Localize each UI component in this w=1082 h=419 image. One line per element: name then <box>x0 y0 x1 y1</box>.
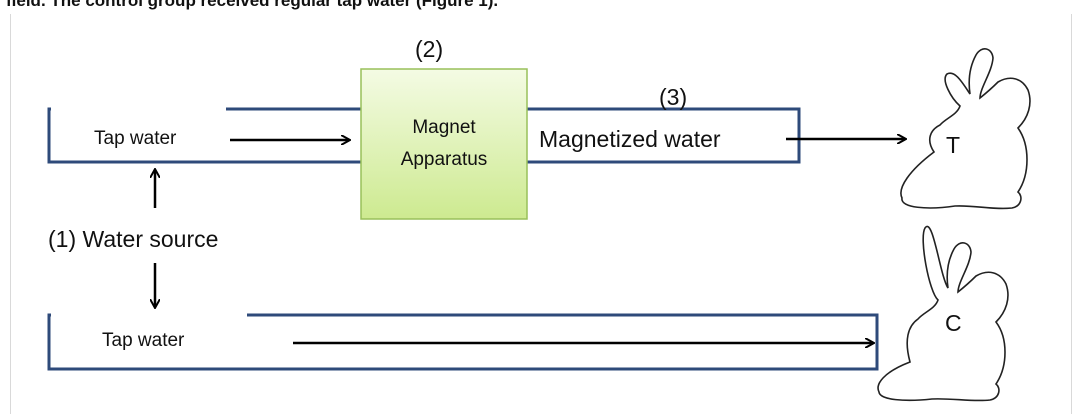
top-pipe-label-notch <box>51 106 226 114</box>
figure-frame <box>10 14 1072 414</box>
rabbit-control-label: C <box>945 310 962 336</box>
magnetized-water-label: Magnetized water <box>539 126 721 152</box>
rabbit-treatment-icon <box>900 48 1031 210</box>
rabbit-treatment-label: T <box>946 132 961 158</box>
magnet-apparatus-line2: Apparatus <box>400 149 488 170</box>
bottom-pipe-label-notch <box>51 312 247 320</box>
magnet-apparatus-line1: Magnet <box>412 117 476 138</box>
step-3-label: (3) <box>659 84 688 110</box>
magnet-apparatus-box <box>360 68 528 220</box>
rabbit-control-icon <box>877 225 1009 402</box>
step-2-label: (2) <box>415 36 444 62</box>
tap-water-bottom-label: Tap water <box>102 330 185 351</box>
tap-water-top-label: Tap water <box>94 128 177 149</box>
figure-caption-fragment: field. The control group received regula… <box>6 0 499 10</box>
water-source-label: (1) Water source <box>48 226 219 252</box>
